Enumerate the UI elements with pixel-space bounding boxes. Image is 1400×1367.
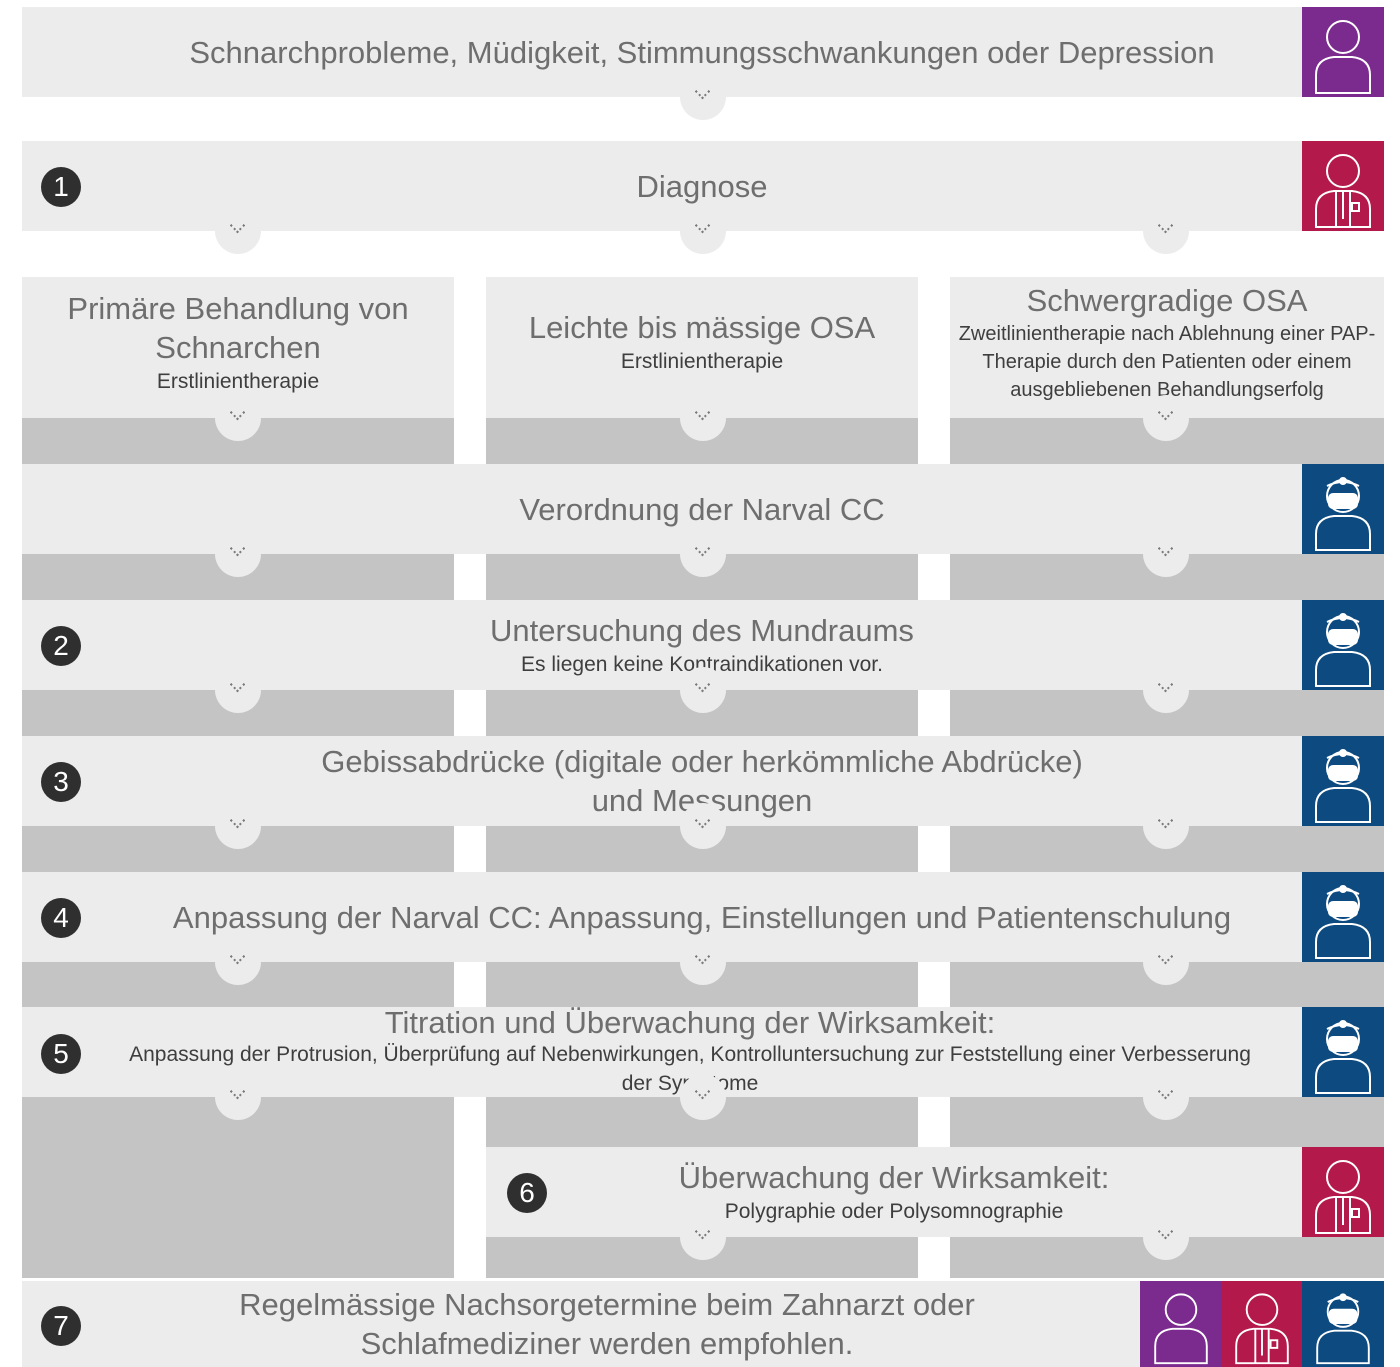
column-snoring-title: Primäre Behandlung von Schnarchen bbox=[67, 290, 409, 365]
chevron-down-icon bbox=[680, 939, 726, 985]
dentist-icon bbox=[1315, 885, 1371, 959]
monitoring-label-wrap: Überwachung der Wirksamkeit: Polygraphie… bbox=[486, 1147, 1302, 1237]
chevron-down-icon bbox=[1143, 939, 1189, 985]
chevron-down-icon bbox=[680, 1074, 726, 1120]
column-header-severe-osa-text: Schwergradige OSA Zweitlinientherapie na… bbox=[950, 281, 1384, 411]
fitting-title: Anpassung der Narval CC: Anpassung, Eins… bbox=[172, 899, 1232, 935]
chevron-down-icon bbox=[215, 667, 261, 713]
dentist-role-step2 bbox=[1302, 600, 1384, 690]
titration-label-wrap: Titration und Überwachung der Wirksamkei… bbox=[22, 1005, 1358, 1097]
chevron-down-icon bbox=[1143, 1214, 1189, 1260]
doctor-icon bbox=[1315, 1160, 1371, 1234]
follow-up-title: Regelmässige Nachsorgetermine beim Zahna… bbox=[239, 1287, 975, 1361]
chevron-down-icon bbox=[680, 1214, 726, 1260]
patient-icon bbox=[1315, 20, 1371, 94]
dentist-role-step5 bbox=[1302, 1007, 1384, 1097]
prescription-label-wrap: Verordnung der Narval CC bbox=[22, 464, 1382, 554]
oral-exam-label-wrap: Untersuchung des Mundraums Es liegen kei… bbox=[22, 600, 1382, 690]
dentist-icon bbox=[1315, 613, 1371, 687]
doctor-icon bbox=[1235, 1293, 1289, 1365]
chevron-down-icon bbox=[1143, 1074, 1189, 1120]
monitoring-sub: Polygraphie oder Polysomnographie bbox=[724, 1200, 1064, 1223]
chevron-down-icon bbox=[1143, 208, 1189, 254]
chevron-down-icon bbox=[215, 531, 261, 577]
symptoms-band bbox=[22, 7, 1302, 97]
chevron-down-icon bbox=[215, 939, 261, 985]
chevron-down-icon bbox=[215, 1074, 261, 1120]
chevron-down-icon bbox=[680, 667, 726, 713]
step-2-number: 2 bbox=[41, 626, 81, 666]
step-4-number: 4 bbox=[41, 898, 81, 938]
follow-up-label-wrap: Regelmässige Nachsorgetermine beim Zahna… bbox=[22, 1281, 1192, 1367]
column-mild-osa-sub: Erstlinientherapie bbox=[620, 350, 784, 373]
column-severe-osa-sub: Zweitlinientherapie nach Ablehnung einer… bbox=[958, 323, 1376, 401]
chevron-down-icon bbox=[680, 395, 726, 441]
oral-exam-title: Untersuchung des Mundraums bbox=[490, 613, 914, 648]
step-1-number: 1 bbox=[41, 167, 81, 207]
dentist-icon bbox=[1315, 749, 1371, 823]
doctor-role-step6 bbox=[1302, 1147, 1384, 1237]
doctor-role-step7 bbox=[1221, 1281, 1303, 1367]
step-7-number: 7 bbox=[41, 1306, 81, 1346]
diagnosis-label-wrap: Diagnose bbox=[22, 141, 1382, 231]
chevron-down-icon bbox=[1143, 667, 1189, 713]
chevron-down-icon bbox=[680, 74, 726, 120]
column-severe-osa-title: Schwergradige OSA bbox=[1026, 283, 1308, 318]
chevron-down-icon bbox=[215, 803, 261, 849]
patient-icon bbox=[1154, 1293, 1208, 1365]
patient-role-top bbox=[1302, 7, 1384, 97]
step-6-number: 6 bbox=[507, 1173, 547, 1213]
symptoms-label: Schnarchprobleme, Müdigkeit, Stimmungssc… bbox=[189, 34, 1215, 70]
prescription-label: Verordnung der Narval CC bbox=[519, 491, 885, 527]
follow-up-band bbox=[22, 1281, 1140, 1367]
chevron-down-icon bbox=[1143, 395, 1189, 441]
doctor-icon bbox=[1315, 154, 1371, 228]
chevron-down-icon bbox=[680, 531, 726, 577]
chevron-down-icon bbox=[680, 208, 726, 254]
dentist-role-prescription bbox=[1302, 464, 1384, 554]
chevron-down-icon bbox=[1143, 803, 1189, 849]
patient-role-step7 bbox=[1140, 1281, 1222, 1367]
titration-title: Titration und Überwachung der Wirksamkei… bbox=[384, 1005, 996, 1040]
chevron-down-icon bbox=[680, 803, 726, 849]
column-header-snoring-text: Primäre Behandlung von Schnarchen Erstli… bbox=[22, 277, 454, 407]
fitting-label-wrap: Anpassung der Narval CC: Anpassung, Eins… bbox=[22, 872, 1382, 962]
chevron-down-icon bbox=[215, 208, 261, 254]
dentist-role-step3 bbox=[1302, 736, 1384, 826]
chevron-down-icon bbox=[215, 395, 261, 441]
dentist-role-step7 bbox=[1302, 1281, 1384, 1367]
column-header-mild-osa-text: Leichte bis mässige OSA Erstlinientherap… bbox=[486, 277, 918, 407]
monitoring-title: Überwachung der Wirksamkeit: bbox=[678, 1160, 1110, 1195]
doctor-role-step1 bbox=[1302, 141, 1384, 231]
dentist-icon bbox=[1315, 1020, 1371, 1094]
column-snoring-sub: Erstlinientherapie bbox=[156, 369, 320, 393]
dentist-icon bbox=[1315, 477, 1371, 551]
symptoms-label-wrap: Schnarchprobleme, Müdigkeit, Stimmungssc… bbox=[22, 7, 1382, 97]
diagnosis-label: Diagnose bbox=[636, 168, 768, 204]
chevron-down-icon bbox=[1143, 531, 1189, 577]
oral-exam-sub: Es liegen keine Kontraindikationen vor. bbox=[521, 653, 883, 676]
dentist-icon bbox=[1316, 1293, 1370, 1365]
column-mild-osa-title: Leichte bis mässige OSA bbox=[528, 310, 876, 345]
step-5-number: 5 bbox=[41, 1034, 81, 1074]
dentist-role-step4 bbox=[1302, 872, 1384, 962]
step-3-number: 3 bbox=[41, 762, 81, 802]
